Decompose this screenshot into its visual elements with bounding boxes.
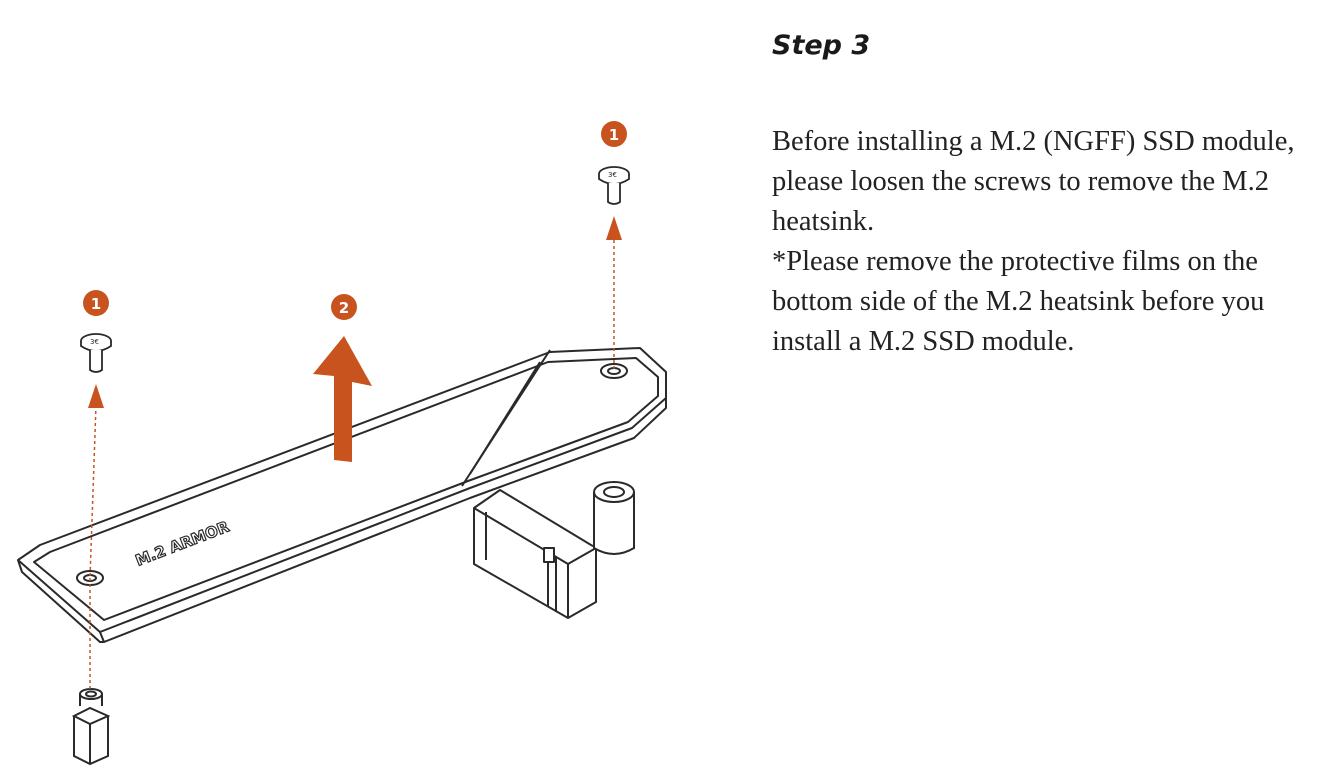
guide-arrow-right	[606, 216, 622, 240]
instructions: Before installing a M.2 (NGFF) SSD modul…	[772, 122, 1312, 362]
screw-left: 3€	[80, 333, 112, 373]
standoff-hex	[71, 688, 111, 766]
callout-1-right: 1	[601, 121, 627, 147]
guide-arrow-left	[88, 384, 104, 408]
svg-text:1: 1	[609, 126, 619, 144]
svg-text:3€: 3€	[608, 171, 617, 179]
callout-2: 2	[331, 294, 357, 320]
m2-heatsink	[17, 347, 667, 643]
svg-text:1: 1	[91, 295, 101, 313]
lift-arrow	[313, 336, 372, 462]
screw-right: 3€	[598, 166, 630, 205]
svg-text:3€: 3€	[90, 338, 99, 346]
instruction-note: *Please remove the protective films on t…	[772, 246, 1265, 357]
instruction-main: Before installing a M.2 (NGFF) SSD modul…	[772, 126, 1295, 237]
guide-lines	[89, 240, 615, 690]
installation-diagram: M.2 ARMOR	[17, 121, 667, 766]
m2-connector	[473, 489, 597, 619]
step-title: Step 3	[772, 30, 871, 61]
standoff-round	[593, 481, 635, 555]
callout-1-left: 1	[83, 290, 109, 316]
svg-text:2: 2	[339, 299, 349, 317]
